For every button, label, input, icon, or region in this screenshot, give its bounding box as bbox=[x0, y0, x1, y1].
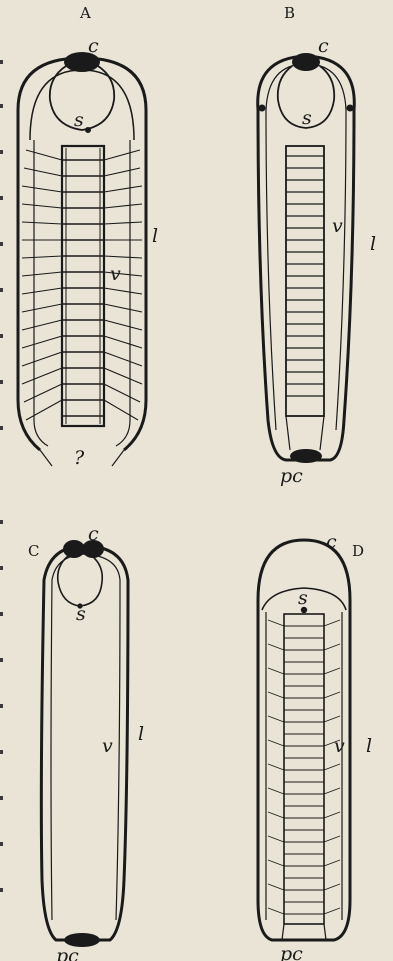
figure-c-nerve-loop bbox=[58, 556, 103, 606]
figure-a-lateral-nerves bbox=[22, 150, 142, 420]
figure-d-inner-wall bbox=[266, 612, 342, 920]
figure-a-label-l: l bbox=[152, 225, 158, 247]
figure-c: C c s v l pc bbox=[28, 523, 144, 961]
figure-b-caption: B bbox=[284, 4, 295, 22]
figure-a-caption: A bbox=[79, 4, 91, 22]
figure-d-lateral-nerves bbox=[268, 620, 340, 914]
figure-b-ventral-cord bbox=[286, 146, 324, 416]
figure-d-label-c: c bbox=[326, 531, 337, 553]
figure-a-label-v: v bbox=[110, 263, 121, 285]
figure-a-subesophageal-ganglion bbox=[85, 127, 91, 133]
figure-c-caption: C bbox=[28, 542, 39, 560]
figure-d: D bbox=[258, 531, 372, 961]
figure-b-label-l: l bbox=[370, 233, 376, 255]
figure-d-label-s: s bbox=[298, 587, 308, 609]
figure-a-label-s: s bbox=[74, 109, 84, 131]
figure-b-label-s: s bbox=[302, 107, 312, 129]
figure-c-label-l: l bbox=[138, 723, 144, 745]
figure-b: B c s v l pc bbox=[258, 4, 376, 487]
figure-c-label-c: c bbox=[88, 523, 99, 545]
figure-d-label-v: v bbox=[334, 735, 345, 757]
figure-c-cerebral-ganglion-left bbox=[63, 540, 85, 558]
figure-b-label-c: c bbox=[318, 35, 329, 57]
figure-c-label-pc: pc bbox=[56, 945, 79, 961]
figure-b-cerebral-ganglion bbox=[292, 53, 320, 71]
figure-b-lateral-ganglion-left bbox=[259, 105, 266, 112]
figure-a-label-question: ? bbox=[74, 447, 85, 469]
figure-b-posterior-ganglion bbox=[290, 449, 322, 463]
figure-b-lateral-ganglion-right bbox=[347, 105, 354, 112]
figure-b-commissures bbox=[286, 156, 324, 396]
figure-b-label-v: v bbox=[332, 215, 343, 237]
figure-a: A bbox=[18, 4, 158, 469]
figure-a-commissures bbox=[62, 160, 104, 416]
figure-b-label-pc: pc bbox=[280, 465, 303, 487]
figure-a-label-c: c bbox=[88, 35, 99, 57]
figure-d-commissures bbox=[284, 626, 324, 914]
figure-c-label-s: s bbox=[76, 603, 86, 625]
figure-d-label-pc: pc bbox=[280, 943, 303, 961]
margin-letters bbox=[0, 60, 3, 892]
figure-c-label-v: v bbox=[102, 735, 113, 757]
figure-d-label-l: l bbox=[366, 735, 372, 757]
figure-d-caption: D bbox=[352, 542, 364, 560]
